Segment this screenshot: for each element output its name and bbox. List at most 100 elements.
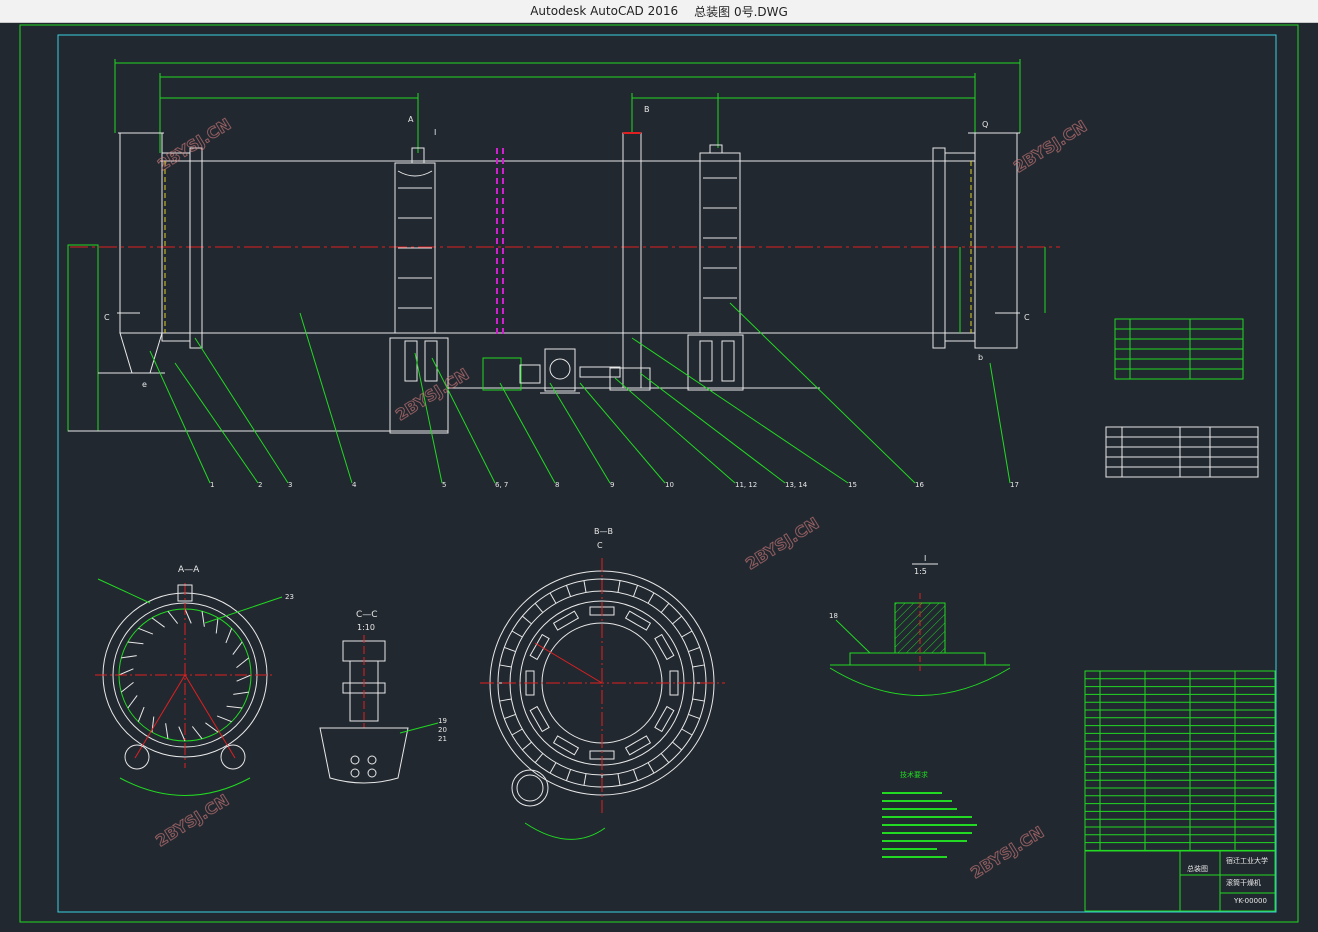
support-block xyxy=(552,610,580,631)
callout-label: 15 xyxy=(848,481,857,489)
view-bb-title: B—B xyxy=(594,527,613,536)
marker-a: A xyxy=(408,115,414,124)
view-cc-title: C—C xyxy=(356,610,378,620)
lifting-flight xyxy=(216,715,232,723)
drawing-name: 总装图 xyxy=(1187,864,1208,873)
lifting-flight xyxy=(137,706,145,722)
support-block xyxy=(529,633,550,661)
support-block xyxy=(654,705,675,733)
ring-tooth xyxy=(549,592,557,604)
view-bb[interactable]: B—B C xyxy=(480,527,725,840)
watermark-5: 2BYSJ.CN xyxy=(152,790,232,850)
detail-i-title: I xyxy=(924,554,926,563)
callout-label: 8 xyxy=(555,481,559,489)
ring-tooth xyxy=(672,741,682,751)
ring-tooth xyxy=(681,630,693,638)
ring-tooth xyxy=(522,741,532,751)
callout-label: 4 xyxy=(352,481,357,489)
ring-tooth xyxy=(647,592,655,604)
callout-label: 13, 14 xyxy=(785,481,808,489)
ring-tooth xyxy=(672,615,682,625)
view-bb-marker: C xyxy=(597,541,603,550)
ring-tooth xyxy=(565,769,572,781)
lifting-flight xyxy=(225,628,233,644)
marker-i: I xyxy=(434,128,436,137)
ring-tooth xyxy=(499,698,512,702)
callout-label: 16 xyxy=(915,481,924,489)
lifting-flight xyxy=(127,695,138,709)
lifting-flight xyxy=(191,726,203,740)
watermark-1: 2BYSJ.CN xyxy=(154,114,234,174)
ring-tooth xyxy=(522,615,532,625)
support-block xyxy=(654,633,675,661)
ring-tooth xyxy=(692,664,705,668)
view-cc-callout-19: 19 xyxy=(438,717,447,725)
lifting-flight xyxy=(120,681,134,693)
drawing-code: YK-00000 xyxy=(1233,897,1267,905)
ring-tooth xyxy=(504,713,516,720)
watermark-4: 2BYSJ.CN xyxy=(742,513,822,573)
support-block xyxy=(624,610,652,631)
callout-label: 6, 7 xyxy=(495,481,508,489)
ring-tooth xyxy=(583,580,587,593)
lifting-flight xyxy=(236,674,252,682)
app-name: Autodesk AutoCAD 2016 xyxy=(530,4,679,18)
callout-label: 9 xyxy=(610,481,614,489)
ring-tooth xyxy=(632,585,639,597)
detail-i-scale: 1:5 xyxy=(914,567,927,576)
watermark-6: 2BYSJ.CN xyxy=(967,822,1047,882)
lifting-flight xyxy=(118,668,134,676)
marker-b-small: b xyxy=(978,353,983,362)
view-cc-callout-21: 21 xyxy=(438,735,447,743)
lifting-flight xyxy=(178,726,186,742)
ring-tooth xyxy=(583,773,587,786)
callout-label: 17 xyxy=(1010,481,1019,489)
lifting-flight xyxy=(151,617,165,628)
lifting-flight xyxy=(121,655,137,659)
main-view-labels: A I B Q C C e b xyxy=(104,105,1030,389)
view-aa-title: A—A xyxy=(178,565,200,575)
watermark-3: 2BYSJ.CN xyxy=(392,364,472,424)
support-block xyxy=(552,735,580,756)
inner-frame xyxy=(57,34,1277,913)
ring-tooth xyxy=(688,713,700,720)
lifting-flight xyxy=(232,641,243,655)
ring-tooth xyxy=(534,753,544,763)
marker-e: e xyxy=(142,380,147,389)
detail-i[interactable]: I 1:5 18 xyxy=(829,554,1011,696)
title-block-text: 宿迁工业大学 总装图 滚筒干燥机 YK-00000 xyxy=(1187,856,1268,905)
tech-note-title: 技术要求 xyxy=(900,770,928,779)
support-block xyxy=(624,735,652,756)
main-elevation-view[interactable] xyxy=(67,59,1060,484)
view-aa[interactable]: A—A 23 xyxy=(95,565,294,796)
ring-tooth xyxy=(617,773,621,786)
ring-tooth xyxy=(504,646,516,653)
lifting-flight xyxy=(184,608,192,624)
lifting-flight xyxy=(236,657,250,669)
watermarks: 2BYSJ.CN 2BYSJ.CN 2BYSJ.CN 2BYSJ.CN 2BYS… xyxy=(152,114,1091,883)
lifting-flight xyxy=(201,611,205,627)
callout-label: 5 xyxy=(442,481,446,489)
ring-tooth xyxy=(534,603,544,613)
marker-b: B xyxy=(644,105,650,114)
watermark-2: 2BYSJ.CN xyxy=(1010,116,1090,176)
ring-tooth xyxy=(688,646,700,653)
lifting-flight xyxy=(226,705,243,709)
parameter-table-2 xyxy=(1105,426,1259,478)
lifting-flight xyxy=(205,722,219,733)
product-name: 滚筒干燥机 xyxy=(1226,878,1261,887)
lifting-flight xyxy=(165,723,169,739)
view-aa-callout: 23 xyxy=(285,593,294,601)
callout-label: 2 xyxy=(258,481,262,489)
view-cc-callout-20: 20 xyxy=(438,726,447,734)
view-cc[interactable]: C—C 1:10 19 20 21 xyxy=(319,610,447,784)
support-block xyxy=(529,705,550,733)
ring-tooth xyxy=(647,762,655,774)
marker-c-right: C xyxy=(1024,313,1030,322)
ring-tooth xyxy=(499,664,512,668)
ring-tooth xyxy=(511,728,523,736)
callout-label: 11, 12 xyxy=(735,481,757,489)
